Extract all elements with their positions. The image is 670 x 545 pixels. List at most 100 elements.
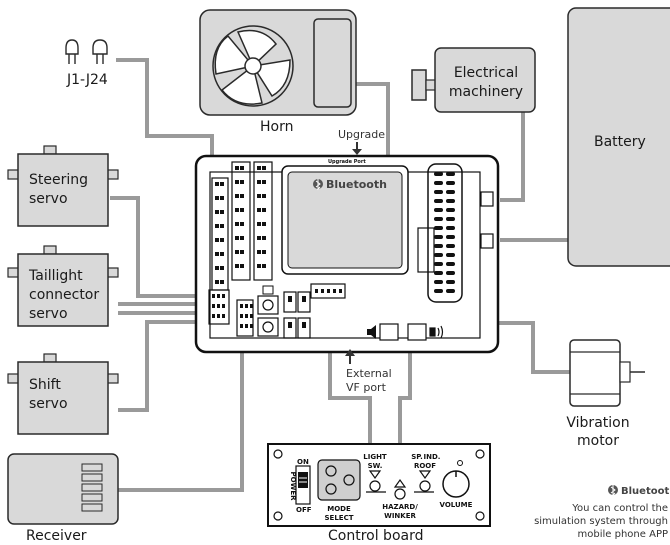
pin-dot bbox=[240, 166, 244, 170]
pin-dot bbox=[257, 222, 261, 226]
taillight-servo bbox=[7, 245, 119, 327]
pin-dot bbox=[212, 314, 215, 318]
electrical-label-2: machinery bbox=[449, 84, 523, 100]
pin-dot bbox=[215, 182, 219, 186]
battery-pin bbox=[446, 208, 455, 212]
wire-pins bbox=[116, 58, 214, 176]
pin-dot bbox=[212, 294, 215, 298]
shift-label-2: servo bbox=[29, 396, 68, 412]
receiver bbox=[7, 453, 119, 525]
pin-dot bbox=[222, 294, 225, 298]
pin-dot bbox=[257, 250, 261, 254]
panel-mode-2: SELECT bbox=[325, 514, 354, 522]
wire-electric bbox=[500, 110, 525, 202]
battery-pin bbox=[446, 235, 455, 239]
taillight-label-1: Taillight bbox=[28, 268, 83, 284]
pin-dot bbox=[235, 208, 239, 212]
battery-pin bbox=[446, 190, 455, 194]
pin-dot bbox=[240, 250, 244, 254]
horn-label: Horn bbox=[260, 119, 293, 135]
upgrade-arrow bbox=[352, 142, 362, 155]
pin-dot bbox=[235, 222, 239, 226]
pin-dot bbox=[262, 264, 266, 268]
battery-pin bbox=[446, 244, 455, 248]
note-line-3: mobile phone APP bbox=[578, 529, 668, 540]
panel-volume: VOLUME bbox=[440, 501, 473, 509]
panel-light-2: SW. bbox=[368, 462, 383, 470]
note-line-2: simulation system through bbox=[534, 516, 668, 527]
electrical-machinery bbox=[411, 47, 536, 113]
pin-dots bbox=[212, 166, 266, 328]
steering-servo bbox=[7, 145, 119, 227]
main-board bbox=[194, 154, 500, 354]
pin-dot bbox=[220, 182, 224, 186]
battery-pin bbox=[446, 199, 455, 203]
vibration-label-2: motor bbox=[577, 433, 619, 449]
external-label-2: VF port bbox=[346, 381, 387, 394]
pin-dot bbox=[262, 236, 266, 240]
pin-dot bbox=[215, 210, 219, 214]
panel-light-1: LIGHT bbox=[363, 453, 387, 461]
battery-pin bbox=[434, 172, 443, 176]
steering-label-2: servo bbox=[29, 191, 68, 207]
receiver-label: Receiver bbox=[26, 528, 87, 544]
pin-dot bbox=[217, 314, 220, 318]
pin-dot bbox=[235, 166, 239, 170]
pin-dot bbox=[245, 304, 248, 308]
battery-pin bbox=[434, 226, 443, 230]
screen-bluetooth-label: Bluetooth bbox=[326, 178, 387, 191]
pin-dot bbox=[235, 180, 239, 184]
pin-dot bbox=[240, 264, 244, 268]
panel-hazard-2: WINKER bbox=[384, 512, 416, 520]
pin-dot bbox=[262, 180, 266, 184]
pin-dot bbox=[235, 236, 239, 240]
taillight-label-2: connector bbox=[29, 287, 99, 303]
shift-label-1: Shift bbox=[29, 377, 61, 393]
bluetooth-note-icon bbox=[608, 485, 618, 497]
wire-shift bbox=[118, 320, 212, 412]
bluetooth-icon bbox=[313, 179, 323, 191]
battery-pin bbox=[434, 244, 443, 248]
pin-dot bbox=[240, 194, 244, 198]
pin-dot bbox=[217, 304, 220, 308]
battery-pin bbox=[434, 271, 443, 275]
panel-ind: IND. bbox=[424, 453, 441, 461]
steering-label-1: Steering bbox=[29, 172, 88, 188]
pin-dot bbox=[220, 210, 224, 214]
battery-pin bbox=[434, 253, 443, 257]
battery-pin bbox=[434, 235, 443, 239]
pin-dot bbox=[215, 280, 219, 284]
wire-cb-2 bbox=[398, 345, 412, 445]
pin-dot bbox=[222, 304, 225, 308]
control-board-label: Control board bbox=[328, 528, 423, 544]
battery-pin bbox=[446, 217, 455, 221]
battery-pin bbox=[446, 253, 455, 257]
pin-dot bbox=[257, 236, 261, 240]
pin-dot bbox=[215, 196, 219, 200]
panel-roof: ROOF bbox=[414, 462, 436, 470]
battery-pin bbox=[434, 190, 443, 194]
led-pins bbox=[65, 39, 108, 64]
pin-dot bbox=[240, 180, 244, 184]
led-pin-icon bbox=[65, 39, 108, 64]
external-arrow bbox=[345, 349, 355, 364]
pin-dot bbox=[250, 314, 253, 318]
pin-dot bbox=[240, 314, 243, 318]
pin-dot bbox=[215, 238, 219, 242]
pin-dot bbox=[240, 304, 243, 308]
pin-dot bbox=[257, 194, 261, 198]
pin-dot bbox=[245, 324, 248, 328]
pin-dot bbox=[215, 266, 219, 270]
battery-pin bbox=[434, 199, 443, 203]
pin-dot bbox=[220, 224, 224, 228]
pin-dot bbox=[220, 280, 224, 284]
pin-dot bbox=[250, 304, 253, 308]
battery-pin bbox=[446, 262, 455, 266]
wire-receiver bbox=[118, 332, 244, 492]
battery-pin bbox=[446, 271, 455, 275]
pin-dot bbox=[220, 252, 224, 256]
pin-dot bbox=[220, 196, 224, 200]
pin-dot bbox=[262, 208, 266, 212]
panel-hazard-1: HAZARD/ bbox=[382, 503, 418, 511]
pins-label: J1-J24 bbox=[66, 72, 108, 88]
